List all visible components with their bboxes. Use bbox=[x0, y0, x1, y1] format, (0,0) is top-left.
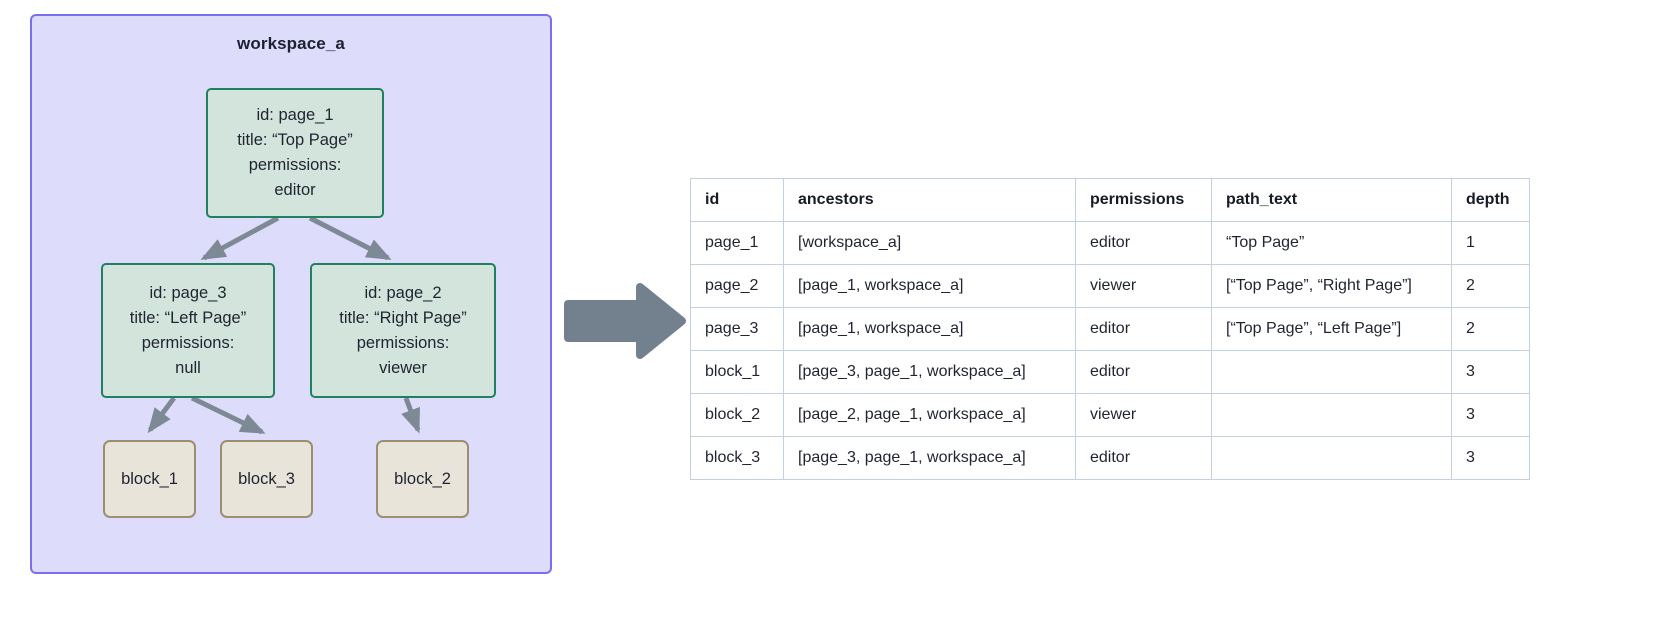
column-header-ancestors: ancestors bbox=[783, 178, 1076, 222]
table-row[interactable]: block_2 [page_2, page_1, workspace_a] vi… bbox=[690, 393, 1530, 437]
result-table: id ancestors permissions path_text depth… bbox=[690, 178, 1530, 480]
page-node-id: id: page_1 bbox=[256, 106, 334, 124]
page-node-title: title: “Top Page” bbox=[237, 131, 353, 149]
cell-id: block_3 bbox=[690, 436, 784, 480]
table-row[interactable]: page_2 [page_1, workspace_a] viewer [“To… bbox=[690, 264, 1530, 308]
column-header-path-text: path_text bbox=[1211, 178, 1452, 222]
cell-ancestors: [page_3, page_1, workspace_a] bbox=[783, 436, 1076, 480]
result-table-panel: id ancestors permissions path_text depth… bbox=[690, 178, 1530, 480]
cell-ancestors: [workspace_a] bbox=[783, 221, 1076, 265]
page-node-permissions-value: null bbox=[175, 358, 201, 377]
page-node-permissions-value: viewer bbox=[379, 358, 427, 377]
block-node-block-1[interactable]: block_1 bbox=[103, 440, 196, 518]
cell-path-text bbox=[1211, 393, 1452, 437]
block-node-block-2[interactable]: block_2 bbox=[376, 440, 469, 518]
cell-depth: 2 bbox=[1451, 307, 1530, 351]
block-node-label: block_1 bbox=[121, 469, 178, 488]
page-node-page-2[interactable]: id: page_2 title: “Right Page” permissio… bbox=[310, 263, 496, 398]
table-row[interactable]: page_1 [workspace_a] editor “Top Page” 1 bbox=[690, 221, 1530, 265]
cell-id: page_3 bbox=[690, 307, 784, 351]
page-node-permissions-label: permissions: bbox=[141, 333, 235, 352]
cell-path-text bbox=[1211, 350, 1452, 394]
cell-depth: 3 bbox=[1451, 436, 1530, 480]
page-node-permissions-label: permissions: bbox=[248, 156, 342, 174]
block-node-label: block_2 bbox=[394, 469, 451, 488]
cell-permissions: viewer bbox=[1075, 393, 1212, 437]
cell-permissions: editor bbox=[1075, 436, 1212, 480]
table-row[interactable]: block_3 [page_3, page_1, workspace_a] ed… bbox=[690, 436, 1530, 480]
page-node-id: id: page_3 bbox=[149, 283, 227, 302]
cell-depth: 3 bbox=[1451, 350, 1530, 394]
cell-permissions: viewer bbox=[1075, 264, 1212, 308]
workspace-title: workspace_a bbox=[237, 34, 345, 53]
cell-permissions: editor bbox=[1075, 307, 1212, 351]
cell-ancestors: [page_1, workspace_a] bbox=[783, 264, 1076, 308]
cell-permissions: editor bbox=[1075, 350, 1212, 394]
cell-id: block_2 bbox=[690, 393, 784, 437]
cell-depth: 3 bbox=[1451, 393, 1530, 437]
cell-id: page_1 bbox=[690, 221, 784, 265]
page-node-page-1[interactable]: id: page_1 title: “Top Page” permissions… bbox=[206, 88, 384, 218]
cell-depth: 1 bbox=[1451, 221, 1530, 265]
cell-ancestors: [page_1, workspace_a] bbox=[783, 307, 1076, 351]
cell-path-text: [“Top Page”, “Left Page”] bbox=[1211, 307, 1452, 351]
page-node-permissions-value: editor bbox=[274, 181, 316, 199]
cell-permissions: editor bbox=[1075, 221, 1212, 265]
block-node-block-3[interactable]: block_3 bbox=[220, 440, 313, 518]
cell-id: block_1 bbox=[690, 350, 784, 394]
page-node-title: title: “Left Page” bbox=[129, 308, 247, 327]
page-node-page-3[interactable]: id: page_3 title: “Left Page” permission… bbox=[101, 263, 275, 398]
cell-id: page_2 bbox=[690, 264, 784, 308]
table-header-row: id ancestors permissions path_text depth bbox=[690, 178, 1530, 222]
workspace-diagram-panel: workspace_a id: page_1 title: “Top Page”… bbox=[0, 0, 600, 626]
cell-ancestors: [page_2, page_1, workspace_a] bbox=[783, 393, 1076, 437]
page-node-id: id: page_2 bbox=[364, 283, 442, 302]
flow-arrow-icon bbox=[564, 283, 686, 359]
cell-depth: 2 bbox=[1451, 264, 1530, 308]
page-node-permissions-label: permissions: bbox=[356, 333, 450, 352]
column-header-permissions: permissions bbox=[1075, 178, 1212, 222]
table-row[interactable]: block_1 [page_3, page_1, workspace_a] ed… bbox=[690, 350, 1530, 394]
block-node-label: block_3 bbox=[238, 469, 295, 488]
column-header-depth: depth bbox=[1451, 178, 1530, 222]
cell-path-text bbox=[1211, 436, 1452, 480]
column-header-id: id bbox=[690, 178, 784, 222]
table-row[interactable]: page_3 [page_1, workspace_a] editor [“To… bbox=[690, 307, 1530, 351]
cell-ancestors: [page_3, page_1, workspace_a] bbox=[783, 350, 1076, 394]
cell-path-text: [“Top Page”, “Right Page”] bbox=[1211, 264, 1452, 308]
page-node-title: title: “Right Page” bbox=[339, 308, 467, 327]
cell-path-text: “Top Page” bbox=[1211, 221, 1452, 265]
